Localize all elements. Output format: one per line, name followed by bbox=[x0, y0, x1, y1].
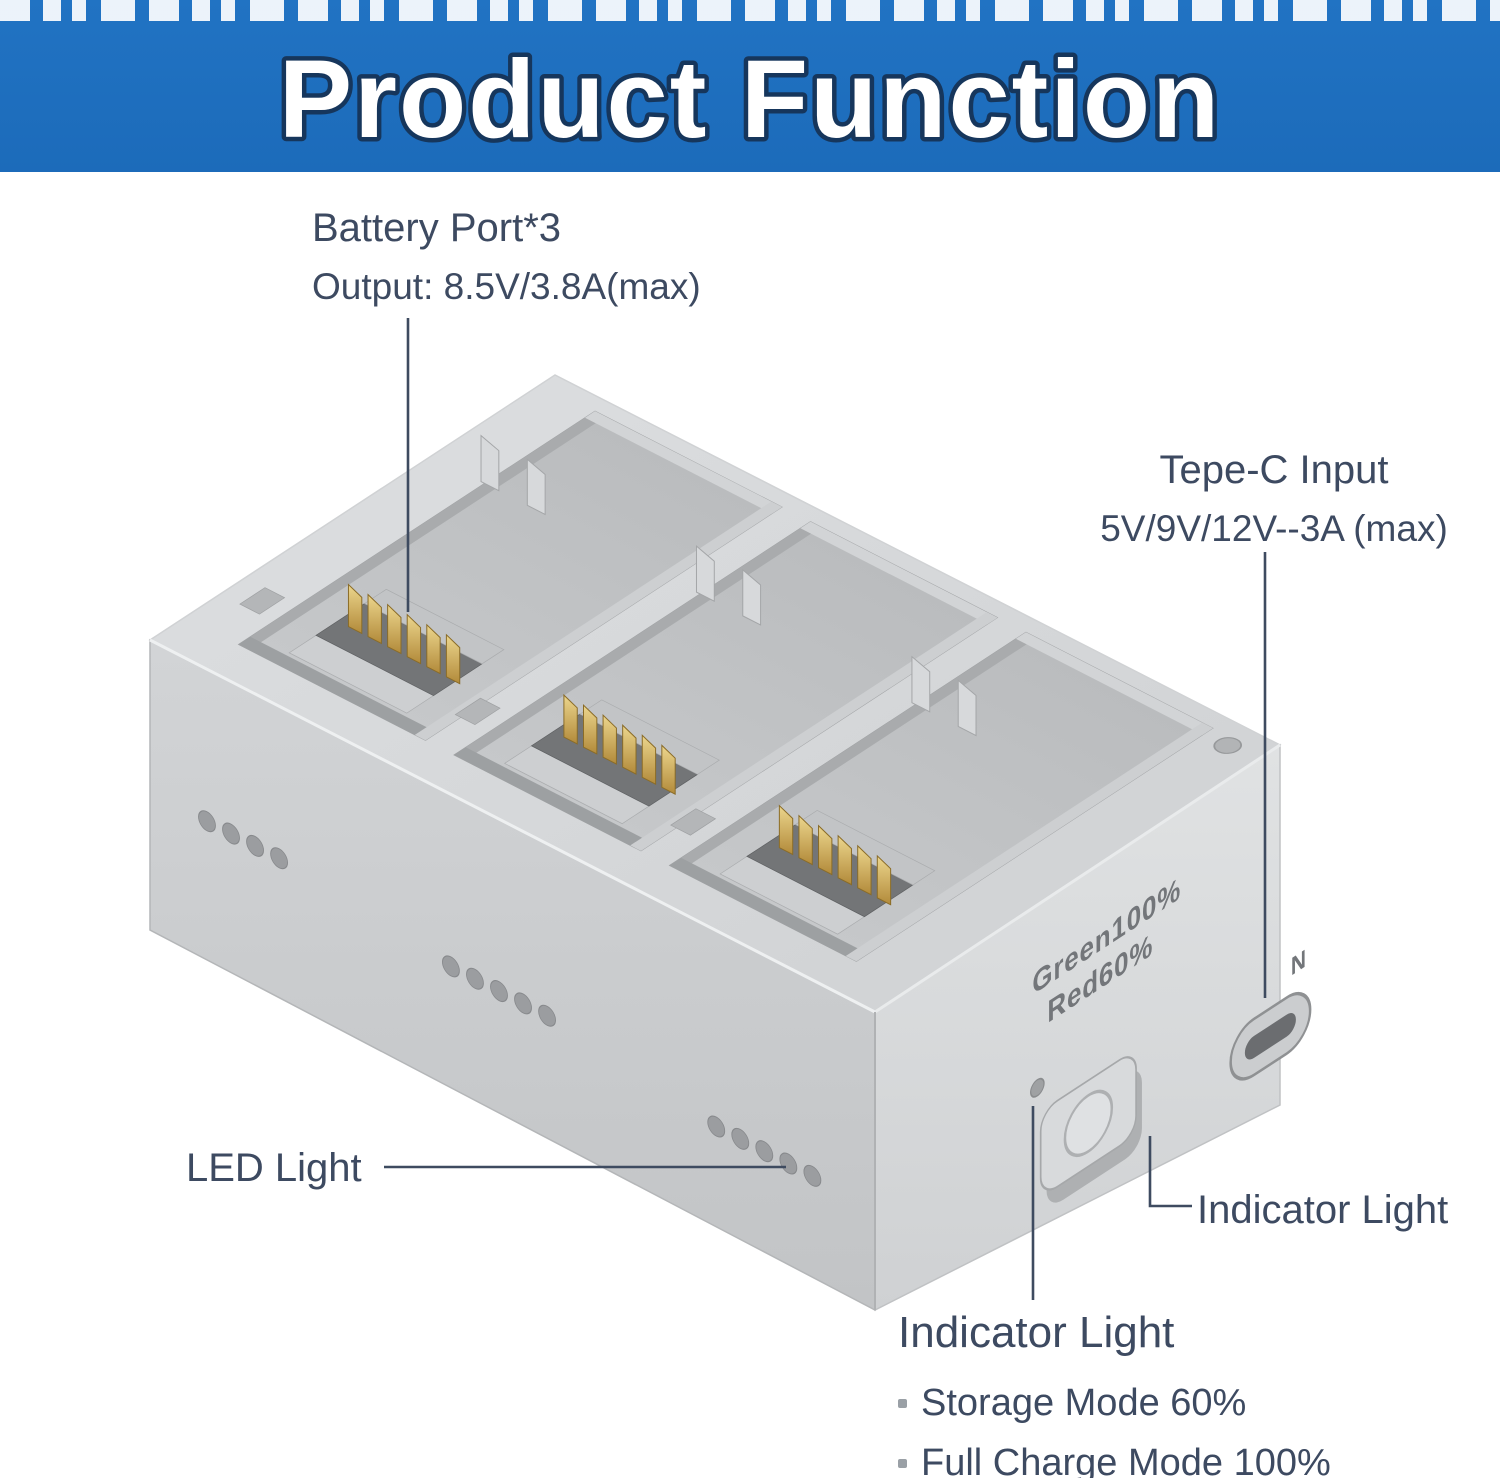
storage-mode-label: Storage Mode 60% bbox=[921, 1382, 1247, 1425]
bullet-icon bbox=[898, 1458, 907, 1468]
indicator-light-bottom-annotation: Indicator Light Storage Mode 60% Full Ch… bbox=[898, 1304, 1331, 1478]
typec-input-title: Tepe-C Input bbox=[1159, 448, 1389, 492]
mode-button-ring bbox=[1063, 1089, 1114, 1157]
cropped-header-text bbox=[0, 0, 1500, 21]
led-dot-groups bbox=[198, 810, 822, 1187]
battery-slots bbox=[237, 410, 1214, 962]
typec-input-annotation: Tepe-C Input 5V/9V/12V--3A (max) bbox=[1078, 444, 1470, 554]
top-face-hole bbox=[1213, 737, 1243, 754]
banner-title-svg: Product Function bbox=[274, 34, 1223, 166]
full-charge-mode-label: Full Charge Mode 100% bbox=[921, 1442, 1331, 1478]
header-banner: Product Function bbox=[0, 0, 1500, 172]
battery-port-output: Output: 8.5V/3.8A(max) bbox=[312, 265, 701, 307]
slot-latch-fins bbox=[480, 434, 977, 737]
battery-port-annotation: Battery Port*3 Output: 8.5V/3.8A(max) bbox=[312, 202, 701, 312]
list-item: Full Charge Mode 100% bbox=[898, 1438, 1331, 1478]
list-item: Storage Mode 60% bbox=[898, 1378, 1331, 1428]
annotation-lines bbox=[384, 318, 1267, 1300]
status-led bbox=[1030, 1077, 1045, 1098]
indicator-light-side-label: Indicator Light bbox=[1197, 1188, 1449, 1232]
typec-input-spec: 5V/9V/12V--3A (max) bbox=[1100, 507, 1448, 549]
port-label: N bbox=[1291, 943, 1307, 981]
battery-pin-connectors bbox=[347, 583, 892, 906]
bevel-edge-left bbox=[149, 638, 876, 1014]
page-title: Product Function bbox=[279, 38, 1221, 161]
usb-c-slot bbox=[1244, 1013, 1296, 1060]
bevel-edge-right bbox=[874, 743, 1281, 1014]
led-light-label: LED Light bbox=[186, 1146, 362, 1190]
battery-slot bbox=[453, 521, 999, 852]
battery-port-title: Battery Port*3 bbox=[312, 206, 562, 250]
battery-slot bbox=[237, 410, 783, 741]
indicator-light-heading: Indicator Light bbox=[898, 1308, 1175, 1357]
bullet-icon bbox=[898, 1398, 907, 1408]
indicator-side-line bbox=[1148, 1136, 1192, 1208]
